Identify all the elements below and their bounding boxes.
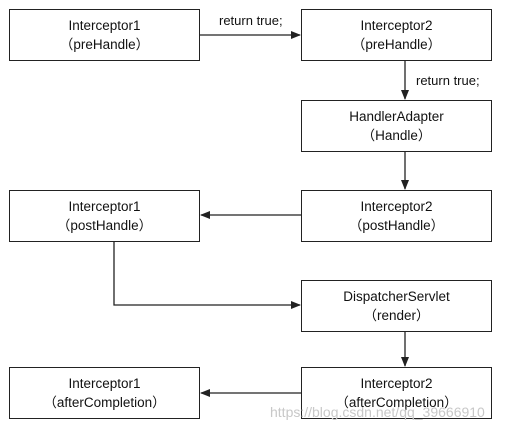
watermark: https://blog.csdn.net/qq_39666910	[270, 404, 485, 420]
node-title: HandlerAdapter	[349, 109, 444, 124]
node-method: （afterCompletion）	[335, 395, 458, 410]
edge-label-return-true-2: return true;	[416, 73, 480, 88]
node-method: （render）	[363, 308, 430, 323]
node-title: Interceptor2	[360, 376, 433, 391]
arrow-posthandle-1-to-dispatcherservlet	[113, 242, 301, 309]
interceptor2-posthandle-box: Interceptor2 （postHandle）	[301, 190, 492, 242]
handleradapter-handle-box: HandlerAdapter （Handle）	[301, 100, 492, 152]
node-title: Interceptor1	[68, 18, 141, 33]
interceptor1-prehandle-box: Interceptor1 （preHandle）	[9, 9, 200, 61]
node-title: Interceptor1	[68, 376, 141, 391]
node-method: （afterCompletion）	[43, 395, 166, 410]
edge-label-return-true-1: return true;	[219, 13, 283, 28]
interceptor2-aftercompletion-box: Interceptor2 （afterCompletion）	[301, 367, 492, 419]
node-method: （preHandle）	[59, 37, 150, 52]
dispatcherservlet-render-box: DispatcherServlet （render）	[301, 280, 492, 332]
node-title: DispatcherServlet	[343, 289, 450, 304]
node-title: Interceptor2	[360, 18, 433, 33]
node-method: （postHandle）	[348, 218, 445, 233]
interceptor1-posthandle-box: Interceptor1 （postHandle）	[9, 190, 200, 242]
node-title: Interceptor1	[68, 199, 141, 214]
interceptor2-prehandle-box: Interceptor2 （preHandle）	[301, 9, 492, 61]
interceptor1-aftercompletion-box: Interceptor1 （afterCompletion）	[9, 367, 200, 419]
node-title: Interceptor2	[360, 199, 433, 214]
node-method: （preHandle）	[351, 37, 442, 52]
node-method: （Handle）	[361, 128, 432, 143]
node-method: （postHandle）	[56, 218, 153, 233]
